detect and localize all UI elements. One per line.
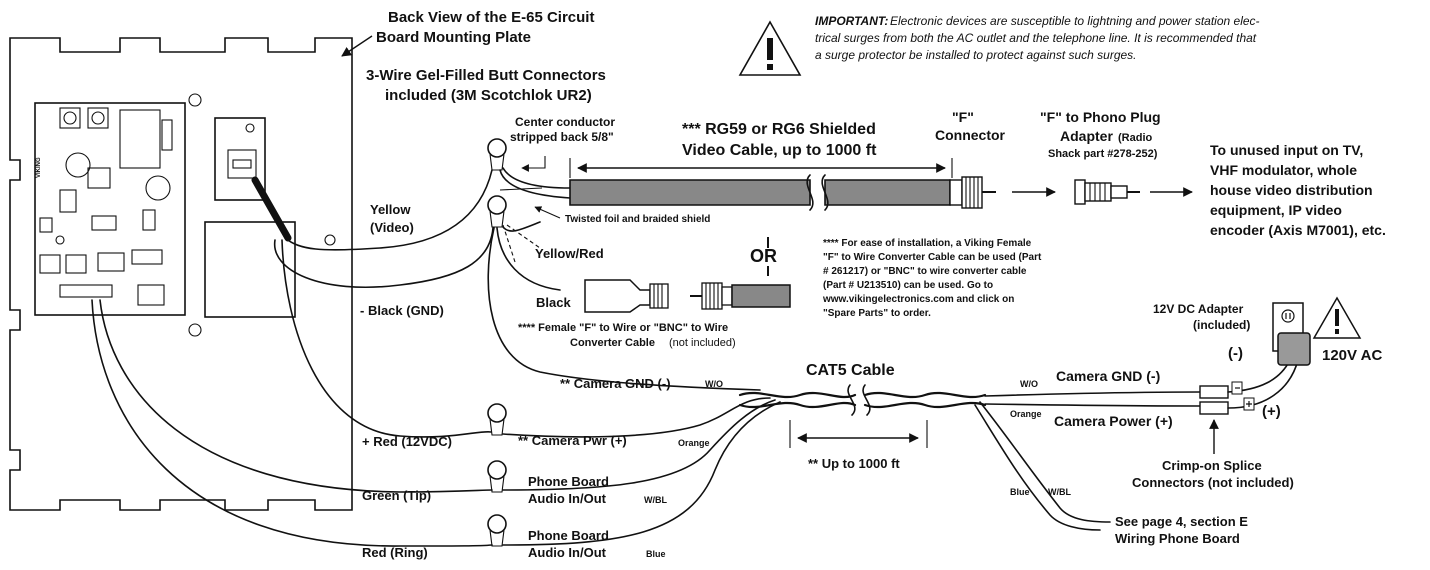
converter-label-2b: (not included) [669,337,736,349]
cam-pwr-label: ** Camera Pwr (+) [518,433,627,448]
cat5-cam-pwr: Camera Power (+) [1054,413,1173,429]
crimp-connector-pos [1199,401,1229,415]
cat5-wo: W/O [1020,379,1038,389]
black-label: Black [536,295,571,310]
yellow-red-label: Yellow/Red [535,246,604,261]
adapter-label-2: (included) [1193,318,1250,332]
orange-left: Orange [678,438,710,448]
converter-cable [584,279,791,313]
wo-left: W/O [705,379,723,389]
board-brand: VIKING [36,157,42,178]
or-label: OR [750,246,777,266]
cam-gnd-label: ** Camera GND (-) [560,376,671,391]
twisted-shield: Twisted foil and braided shield [565,214,710,225]
see-page-2: Wiring Phone Board [1115,531,1240,546]
connectors-line2: included (3M Scotchlok UR2) [385,87,592,104]
f-connector-2: Connector [935,127,1006,143]
converter-note-4: (Part # U213510) can be used. Go to [823,280,993,291]
crimp-1: Crimp-on Splice [1162,458,1262,473]
yellow-label-1: Yellow [370,202,411,217]
phone-2-line2: Audio In/Out [528,545,607,560]
adapter-3: (Radio [1118,132,1153,144]
important-heading: IMPORTANT: [815,14,888,28]
butt-connector-green [487,460,507,493]
crimp-connector-neg [1199,385,1229,399]
converter-note-5: www.vikingelectronics.com and click on [822,294,1014,305]
converter-note-3: # 261217) or "BNC" to wire converter cab… [823,266,1027,277]
crimp-2: Connectors (not included) [1132,475,1294,490]
terminal-block [204,117,296,318]
butt-connector-video [487,138,507,171]
green-label: Green (Tip) [362,488,431,503]
blue-left: Blue [646,549,666,559]
yellow-label-2: (Video) [370,220,414,235]
adapter-label-1: 12V DC Adapter [1153,302,1244,316]
phone-2-line1: Phone Board [528,528,609,543]
center-conductor-2: stripped back 5/8" [510,130,614,144]
pos-label: (+) [1262,403,1281,420]
ac-label: 120V AC [1322,347,1382,364]
wbl-left: W/BL [644,495,667,505]
neg-label: (-) [1228,345,1243,362]
cat5-wbl: W/BL [1048,487,1071,497]
butt-connector-ring [487,514,507,547]
phone-1-line1: Phone Board [528,474,609,489]
cat5-cam-gnd: Camera GND (-) [1056,368,1160,384]
converter-label-1: **** Female "F" to Wire or "BNC" to Wire [518,322,728,334]
converter-note-2: "F" to Wire Converter Cable can be used … [823,252,1042,263]
dest-5: encoder (Axis M7001), etc. [1210,222,1386,238]
warning-icon-ac [1312,296,1362,339]
title-line1: Back View of the E-65 Circuit [388,9,594,26]
center-conductor-1: Center conductor [515,115,615,129]
important-line3: a surge protector be installed to protec… [815,48,1137,62]
circuit-board: VIKING [34,102,186,316]
converter-note-6: "Spare Parts" to order. [823,308,931,319]
f-connector-1: "F" [952,109,974,125]
dest-4: equipment, IP video [1210,202,1342,218]
power-adapter [1272,302,1311,366]
cat5-label: CAT5 Cable [806,362,895,379]
cat5-length: ** Up to 1000 ft [808,456,900,471]
dest-1: To unused input on TV, [1210,142,1363,158]
cat5-orange: Orange [1010,409,1042,419]
warning-icon [738,20,802,76]
phone-1-line2: Audio In/Out [528,491,607,506]
adapter-1: "F" to Phono Plug [1040,109,1161,125]
butt-connector-red [487,403,507,436]
see-page-1: See page 4, section E [1115,514,1248,529]
important-line2: trical surges from both the AC outlet an… [815,31,1257,45]
title-line2: Board Mounting Plate [376,29,531,46]
phono-adapter [1074,179,1140,205]
coax-label-2: Video Cable, up to 1000 ft [682,142,877,159]
dest-3: house video distribution [1210,182,1373,198]
adapter-4: Shack part #278-252) [1048,148,1158,160]
cat5-blue: Blue [1010,487,1030,497]
coax-cable [569,174,996,211]
converter-label-2: Converter Cable [570,337,655,349]
dest-2: VHF modulator, whole [1210,162,1357,178]
ring-label: Red (Ring) [362,545,428,560]
black-gnd-label: - Black (GND) [360,303,444,318]
important-line1: Electronic devices are susceptible to li… [890,14,1260,28]
connectors-line1: 3-Wire Gel-Filled Butt Connectors [366,67,606,84]
cat5-cable [738,384,987,416]
coax-label-1: *** RG59 or RG6 Shielded [682,121,876,138]
adapter-2: Adapter [1060,128,1113,144]
red-label: + Red (12VDC) [362,434,452,449]
converter-note-1: **** For ease of installation, a Viking … [823,238,1032,249]
butt-connector-gnd [487,195,507,228]
